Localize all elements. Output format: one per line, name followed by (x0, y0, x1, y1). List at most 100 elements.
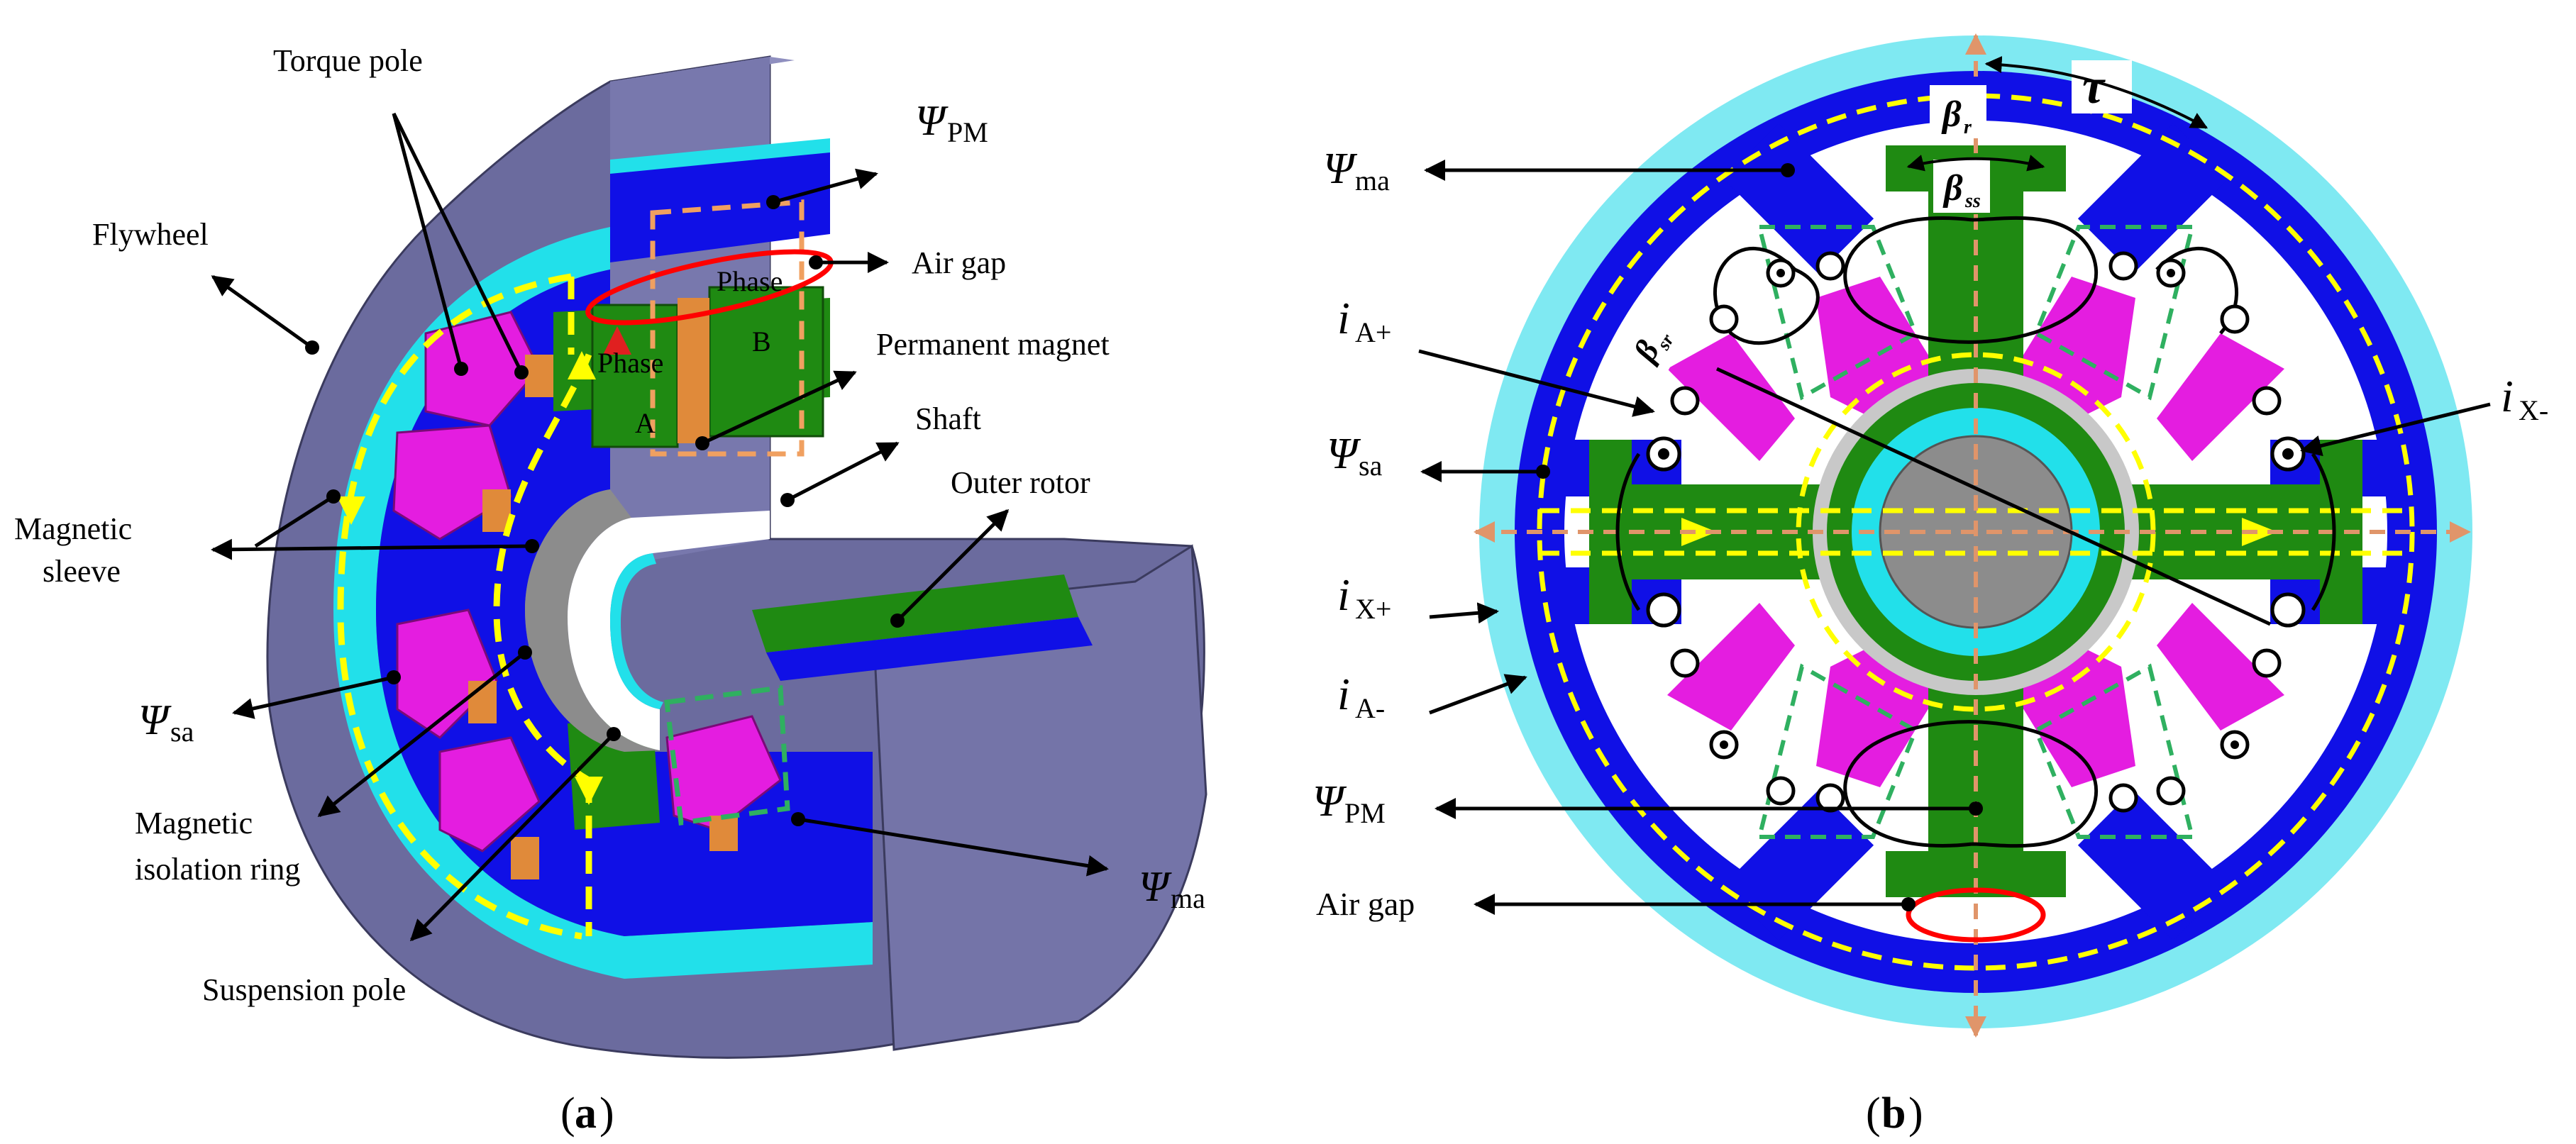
label-shaft: Shaft (915, 401, 981, 436)
label-phase-b-1: Phase (717, 265, 783, 297)
label-psi-pm-b: Ψ (1312, 777, 1347, 826)
permanent-magnet-block (678, 298, 709, 443)
winding-4 (511, 837, 539, 879)
label-psi-sa-b-sub: sa (1359, 450, 1383, 482)
torque-pole-5 (665, 715, 782, 831)
torque-pole-4 (438, 736, 541, 853)
label-magnetic-isolation-2: isolation ring (135, 852, 300, 887)
torque-pole-2 (392, 424, 512, 540)
top-axial-cyan (610, 138, 830, 174)
label-phase-b-2: B (752, 326, 771, 357)
flywheel-cut-face (871, 544, 1207, 1051)
label-magnetic-sleeve-1: Magnetic (14, 511, 132, 546)
label-beta-r-sub: r (1964, 116, 1972, 138)
label-psi-pm-a-sub: PM (947, 116, 988, 148)
label-i-x-minus: i (2501, 371, 2514, 421)
flux-arrow-up (568, 351, 596, 379)
dot-psi-pm-b (1969, 801, 1983, 816)
leader-psi-sa-a (232, 675, 394, 719)
winding-5 (709, 816, 738, 851)
winding-1 (525, 355, 553, 397)
label-beta-ss-sub: ss (1964, 190, 1981, 212)
leader-suspension-pole (409, 733, 615, 942)
label-beta-ss: β (1942, 168, 1963, 209)
label-psi-ma-a-sub: ma (1171, 882, 1205, 914)
label-flywheel: Flywheel (92, 217, 209, 252)
leader-psi-pm-a (773, 168, 878, 204)
pm-flux-arrow (603, 326, 631, 355)
label-psi-ma-a: Ψ (1139, 863, 1172, 910)
dot-torque-pole-1 (454, 362, 468, 376)
caption-a-letter: a (575, 1089, 597, 1138)
tau-arc (1984, 56, 2209, 129)
dot-air-gap-a (809, 255, 823, 270)
leader-flywheel (211, 274, 314, 350)
label-psi-sa-b: Ψ (1327, 430, 1361, 478)
psi-sa-inner-path (493, 353, 592, 783)
label-i-a-minus-sub: A- (1355, 692, 1385, 724)
label-phase-a-2: A (635, 407, 656, 439)
panel-b-labels: Ψ ma i A+ Ψ sa i X+ i A- Ψ PM Air gap i … (1312, 60, 2548, 1138)
leader-torque-pole-2 (392, 112, 524, 374)
dot-magnetic-sleeve-1 (525, 539, 539, 553)
caption-a-open: ( (560, 1089, 575, 1138)
label-psi-sa-a-sub: sa (170, 716, 194, 748)
label-outer-rotor: Outer rotor (951, 465, 1090, 500)
label-psi-ma-b-sub: ma (1355, 165, 1390, 196)
leader-magnetic-sleeve-1 (211, 538, 533, 560)
dot-psi-ma-b (1781, 163, 1795, 177)
caption-b-letter: b (1881, 1089, 1906, 1138)
label-psi-pm-b-sub: PM (1344, 797, 1386, 829)
label-tau: τ (2082, 60, 2106, 114)
label-suspension-pole: Suspension pole (202, 972, 406, 1007)
label-phase-a-1: Phase (597, 347, 663, 379)
beta-sr-box (1611, 305, 1688, 379)
isolation-ring (525, 489, 660, 752)
label-air-gap-a: Air gap (912, 245, 1006, 280)
label-i-x-plus-sub: X+ (1355, 593, 1391, 625)
dot-psi-sa-b (1536, 465, 1550, 479)
psi-pm-flux-path (650, 199, 805, 457)
flux-arrow-down-bottom (575, 777, 603, 805)
dot-shaft (780, 493, 795, 507)
leader-i-a-plus (1418, 349, 1655, 417)
inner-sleeve (610, 553, 663, 709)
label-i-x-minus-sub: X- (2519, 394, 2548, 426)
psi-sa-flux-path (337, 273, 582, 940)
dot-permanent-magnet (695, 436, 709, 450)
leader-i-a-minus (1429, 674, 1527, 715)
beta-r-box (1930, 85, 1986, 138)
dot-psi-ma-a (791, 812, 805, 826)
dot-outer-rotor (890, 613, 905, 628)
outer-rotor-strip-blue (766, 617, 1093, 681)
leader-psi-ma-a (797, 817, 1109, 877)
label-psi-sa-a: Ψ (138, 696, 172, 743)
caption-a-close: ) (599, 1089, 614, 1138)
dot-torque-pole-2 (514, 365, 529, 379)
dot-psi-sa-a (387, 670, 401, 684)
leader-permanent-magnet (701, 370, 857, 445)
coil-symbols-b (1646, 251, 2306, 813)
dot-psi-pm-a (766, 195, 780, 209)
leader-magnetic-sleeve-2 (254, 494, 335, 548)
label-air-gap-b: Air gap (1316, 886, 1415, 922)
dot-suspension-pole (607, 727, 621, 741)
label-torque-pole: Torque pole (273, 43, 423, 78)
leader-i-x-plus (1429, 602, 1499, 624)
dot-magnetic-isolation (518, 645, 532, 660)
beta-ss-arc (1906, 155, 2045, 172)
caption-b-close: ) (1908, 1089, 1923, 1138)
dot-flywheel (305, 340, 319, 355)
label-permanent-magnet: Permanent magnet (876, 327, 1110, 362)
outer-rotor-strip (752, 574, 1078, 652)
panel-a-diagram (266, 55, 1207, 1059)
dot-magnetic-sleeve-2 (326, 489, 341, 504)
label-beta-r: β (1941, 94, 1962, 135)
shaft-hole (568, 511, 770, 750)
caption-b-open: ( (1866, 1089, 1881, 1138)
label-i-a-plus-sub: A+ (1355, 316, 1391, 348)
leader-torque-pole-1 (392, 113, 463, 370)
label-psi-ma-b: Ψ (1323, 145, 1358, 193)
psi-ma-flux-path-a (664, 685, 790, 826)
panel-b-diagram (1474, 33, 2472, 1038)
